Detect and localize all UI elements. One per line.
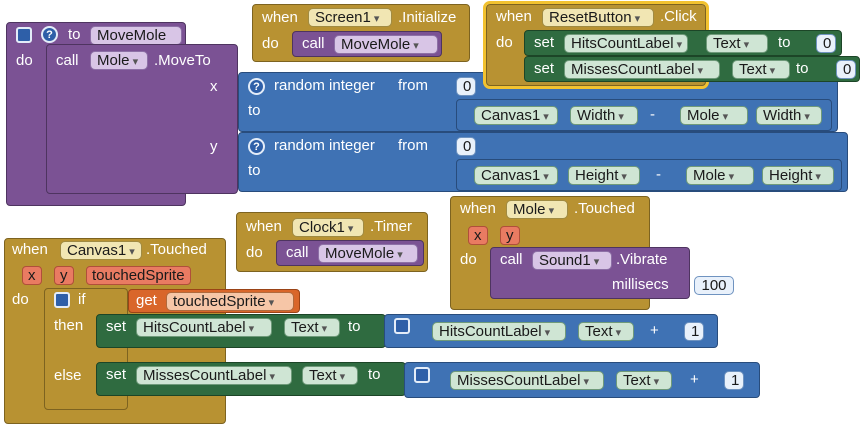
property-dropdown[interactable]: Text [706,34,768,53]
param-x[interactable]: x [22,266,42,285]
keyword-when: when [246,218,282,235]
arg-label-x: x [210,78,218,95]
plus-operator[interactable]: + [690,371,699,388]
component-dropdown[interactable]: HitsCountLabel [564,34,688,53]
property-dropdown[interactable]: Text [302,366,358,385]
keyword-do: do [460,251,477,268]
property-dropdown[interactable]: Width [570,106,638,125]
event-name: .Touched [574,200,635,217]
property-dropdown[interactable]: Text [284,318,340,337]
number-input[interactable]: 0 [836,60,856,79]
help-icon[interactable]: ? [248,138,265,155]
number-input[interactable]: 0 [456,77,476,96]
event-name: .Click [660,8,697,25]
property-dropdown[interactable]: Height [762,166,834,185]
param-y[interactable]: y [500,226,520,245]
number-input[interactable]: 0 [456,137,476,156]
mutator-icon[interactable] [414,367,430,383]
property-dropdown[interactable]: Text [732,60,790,79]
component-dropdown[interactable]: Clock1 [292,218,364,237]
procedure-name-field[interactable]: MoveMole [90,26,182,45]
component-dropdown[interactable]: Mole [686,166,754,185]
component-dropdown[interactable]: Screen1 [308,8,392,27]
component-dropdown[interactable]: Canvas1 [474,106,558,125]
component-dropdown[interactable]: ResetButton [542,8,654,27]
random-integer-label: random integer [274,137,375,154]
keyword-set: set [534,60,555,77]
keyword-do: do [496,34,513,51]
mutator-icon[interactable] [394,318,410,334]
to-label: to [248,102,261,119]
event-name: .Initialize [398,9,457,26]
variable-dropdown[interactable]: touchedSprite [166,292,294,311]
component-dropdown[interactable]: HitsCountLabel [136,318,272,337]
mutator-icon[interactable] [54,292,70,308]
component-dropdown[interactable]: Canvas1 [474,166,558,185]
keyword-do: do [12,291,29,308]
keyword-else: else [54,367,82,384]
help-icon[interactable]: ? [41,26,58,43]
keyword-to: to [796,60,809,77]
keyword-to: to [348,318,361,335]
method-name: .Vibrate [616,251,668,268]
from-label: from [398,77,428,94]
number-input[interactable]: 1 [684,322,704,341]
component-dropdown[interactable]: Mole [506,200,568,219]
component-dropdown[interactable]: MissesCountLabel [564,60,720,79]
procedure-dropdown[interactable]: MoveMole [334,35,438,54]
event-name: .Touched [146,241,207,258]
keyword-when: when [496,8,532,25]
number-input[interactable]: 0 [816,34,836,53]
method-name: .MoveTo [154,52,211,69]
keyword-to: to [368,366,381,383]
keyword-call: call [302,35,325,52]
component-dropdown[interactable]: HitsCountLabel [432,322,566,341]
keyword-then: then [54,317,84,334]
number-input[interactable]: 100 [694,276,734,295]
keyword-set: set [106,318,127,335]
component-dropdown[interactable]: MissesCountLabel [450,371,604,390]
arg-label-millisecs: millisecs [612,276,669,293]
keyword-when: when [460,200,496,217]
component-dropdown[interactable]: Sound1 [532,251,612,270]
arg-label-y: y [210,138,218,155]
keyword-call: call [500,251,523,268]
keyword-to: to [68,26,81,43]
event-name: .Timer [370,218,412,235]
component-dropdown[interactable]: Mole [90,51,148,70]
component-dropdown[interactable]: MissesCountLabel [136,366,292,385]
keyword-call: call [286,244,309,261]
component-dropdown[interactable]: Canvas1 [60,241,142,260]
plus-operator[interactable]: + [650,322,659,339]
keyword-do: do [262,35,279,52]
keyword-do: do [246,244,263,261]
property-dropdown[interactable]: Width [756,106,822,125]
property-dropdown[interactable]: Height [568,166,640,185]
help-icon[interactable]: ? [248,78,265,95]
keyword-call: call [56,52,79,69]
keyword-set: set [534,34,555,51]
component-dropdown[interactable]: Mole [680,106,748,125]
random-integer-label: random integer [274,77,375,94]
minus-operator[interactable]: - [650,106,655,123]
keyword-get: get [136,292,157,309]
from-label: from [398,137,428,154]
keyword-if: if [78,291,86,308]
to-label: to [248,162,261,179]
keyword-when: when [12,241,48,258]
keyword-set: set [106,366,127,383]
property-dropdown[interactable]: Text [616,371,672,390]
param-x[interactable]: x [468,226,488,245]
param-touchedsprite[interactable]: touchedSprite [86,266,191,285]
property-dropdown[interactable]: Text [578,322,634,341]
param-y[interactable]: y [54,266,74,285]
procedure-dropdown[interactable]: MoveMole [318,244,418,263]
keyword-to: to [778,34,791,51]
keyword-do: do [16,52,33,69]
mutator-icon[interactable] [16,27,32,43]
minus-operator[interactable]: - [656,166,661,183]
number-input[interactable]: 1 [724,371,744,390]
keyword-when: when [262,9,298,26]
